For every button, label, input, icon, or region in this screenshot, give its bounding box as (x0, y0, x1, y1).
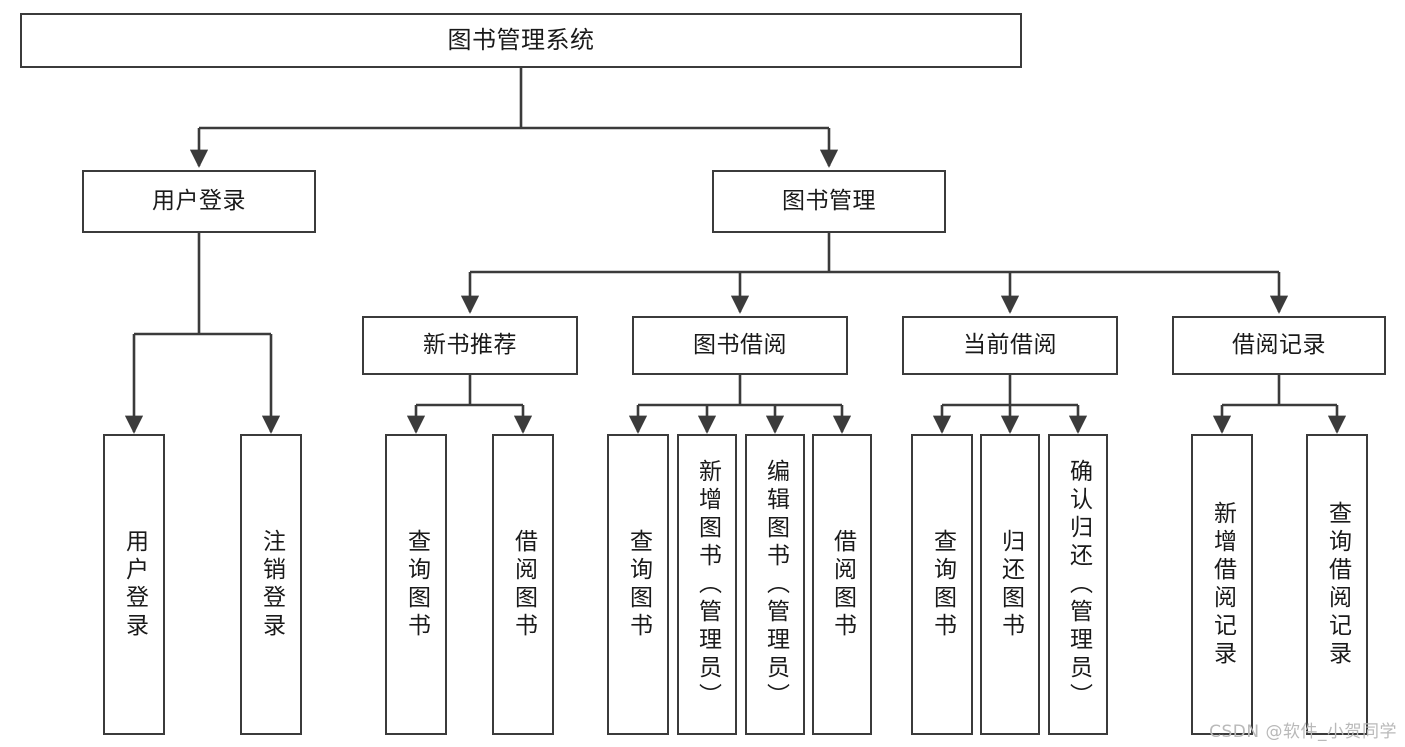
leaf-records-query-record[interactable]: 查询借阅记录 (1306, 434, 1368, 735)
leaf-user-login[interactable]: 用户登录 (103, 434, 165, 735)
node-label: 当前借阅 (963, 331, 1057, 358)
leaf-recommend-query-book[interactable]: 查询图书 (385, 434, 447, 735)
node-book-borrow[interactable]: 图书借阅 (632, 316, 848, 375)
leaf-borrow-query-book[interactable]: 查询图书 (607, 434, 669, 735)
node-label: 借阅图书 (829, 528, 856, 641)
node-label: 图书管理系统 (447, 26, 595, 55)
node-label: 注销登录 (258, 528, 285, 641)
node-current-borrow[interactable]: 当前借阅 (902, 316, 1118, 375)
node-label: 借阅记录 (1232, 331, 1326, 358)
node-label: 确认归还（管理员） (1065, 458, 1092, 711)
node-book-management[interactable]: 图书管理 (712, 170, 946, 233)
leaf-current-confirm-return-admin[interactable]: 确认归还（管理员） (1048, 434, 1108, 735)
node-label: 用户登录 (121, 528, 148, 641)
watermark-text: CSDN @软件_小贺同学 (1209, 722, 1397, 742)
leaf-records-add-record[interactable]: 新增借阅记录 (1191, 434, 1253, 735)
node-new-book-recommend[interactable]: 新书推荐 (362, 316, 578, 375)
leaf-current-query-book[interactable]: 查询图书 (911, 434, 973, 735)
node-label: 编辑图书（管理员） (762, 458, 789, 711)
node-label: 图书管理 (782, 187, 876, 214)
leaf-current-return-book[interactable]: 归还图书 (980, 434, 1040, 735)
leaf-logout[interactable]: 注销登录 (240, 434, 302, 735)
node-label: 新增图书（管理员） (694, 458, 721, 711)
leaf-borrow-add-book-admin[interactable]: 新增图书（管理员） (677, 434, 737, 735)
node-label: 用户登录 (152, 187, 246, 214)
node-borrow-records[interactable]: 借阅记录 (1172, 316, 1386, 375)
node-user-login[interactable]: 用户登录 (82, 170, 316, 233)
node-label: 借阅图书 (510, 528, 537, 641)
node-label: 新增借阅记录 (1209, 500, 1236, 669)
node-root-system[interactable]: 图书管理系统 (20, 13, 1022, 68)
leaf-borrow-borrow-book[interactable]: 借阅图书 (812, 434, 872, 735)
node-label: 查询图书 (403, 528, 430, 641)
node-label: 查询借阅记录 (1324, 500, 1351, 669)
node-label: 查询图书 (625, 528, 652, 641)
leaf-borrow-edit-book-admin[interactable]: 编辑图书（管理员） (745, 434, 805, 735)
node-label: 图书借阅 (693, 331, 787, 358)
node-label: 归还图书 (997, 528, 1024, 641)
node-label: 查询图书 (929, 528, 956, 641)
node-label: 新书推荐 (423, 331, 517, 358)
leaf-recommend-borrow-book[interactable]: 借阅图书 (492, 434, 554, 735)
